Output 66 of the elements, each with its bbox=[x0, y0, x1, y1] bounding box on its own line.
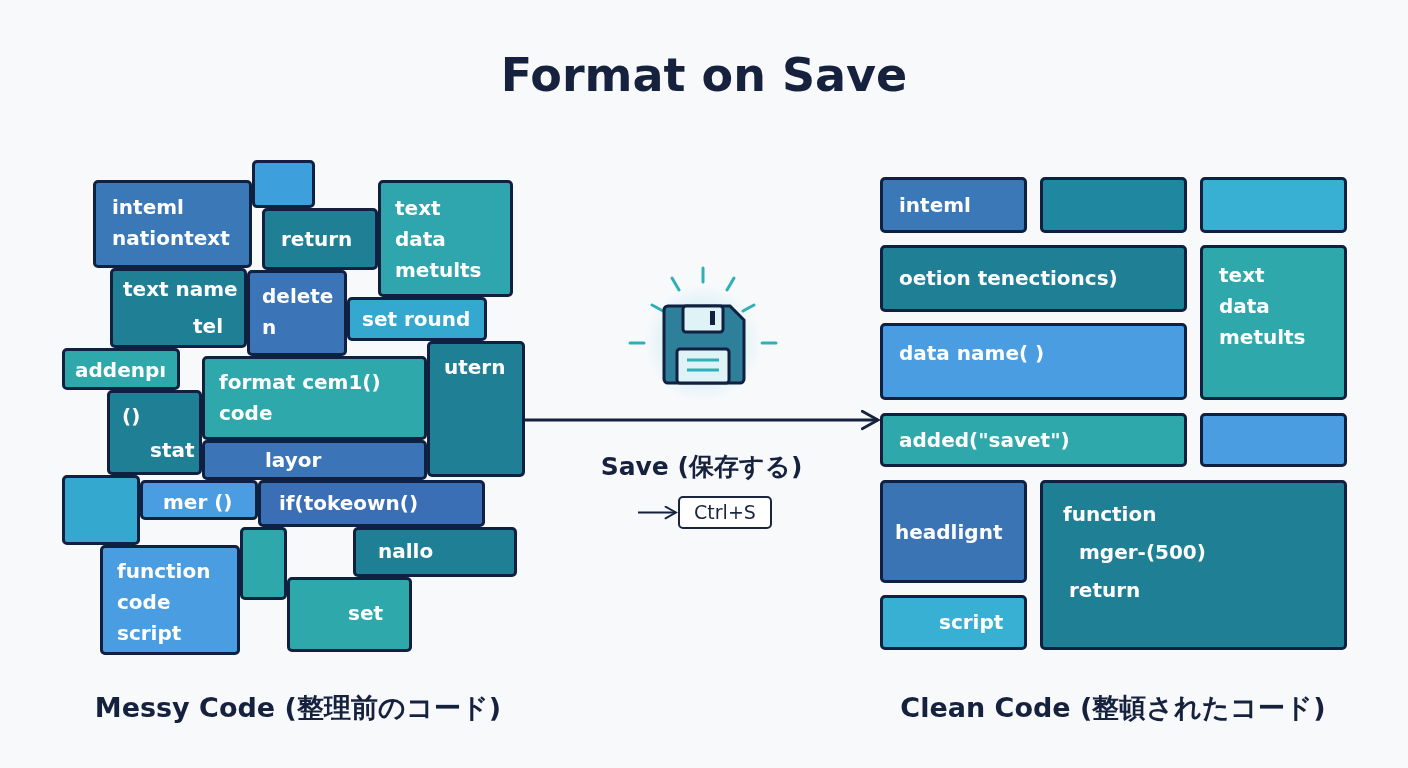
code-block bbox=[347, 297, 487, 341]
code-block bbox=[378, 180, 513, 297]
code-text: nallo bbox=[378, 538, 435, 565]
code-block bbox=[287, 577, 412, 652]
code-block bbox=[1040, 177, 1187, 233]
code-block bbox=[1200, 245, 1347, 400]
code-text: mer () bbox=[163, 489, 234, 516]
code-block bbox=[140, 480, 258, 520]
code-block bbox=[107, 390, 202, 475]
code-block bbox=[880, 177, 1027, 233]
arrow bbox=[637, 505, 677, 520]
code-text: utern bbox=[444, 354, 507, 381]
code-text: stat bbox=[150, 437, 196, 464]
code-text: script bbox=[939, 609, 1005, 636]
code-text: inteml bbox=[899, 192, 972, 219]
code-block bbox=[62, 348, 180, 390]
code-text: tel bbox=[193, 313, 224, 340]
code-block bbox=[1200, 413, 1347, 467]
code-text: text data metults bbox=[395, 195, 483, 284]
code-block bbox=[258, 480, 485, 527]
code-text: if(tokeown() bbox=[279, 490, 420, 517]
code-block bbox=[247, 270, 347, 356]
code-block bbox=[62, 475, 140, 545]
code-block bbox=[252, 160, 315, 208]
code-text: () bbox=[122, 403, 142, 430]
code-block bbox=[93, 180, 252, 268]
edge-label: Save (保存する) bbox=[599, 451, 804, 483]
code-text: set round bbox=[362, 306, 472, 333]
code-block bbox=[110, 268, 247, 348]
code-text: format cem1() code bbox=[219, 369, 382, 427]
code-text: text data metults bbox=[1219, 262, 1307, 351]
code-text: layor bbox=[265, 447, 323, 474]
code-block bbox=[427, 341, 525, 477]
code-text: data name( ) bbox=[899, 340, 1046, 367]
code-text: return bbox=[281, 226, 354, 253]
code-block bbox=[1200, 177, 1347, 233]
code-block bbox=[1040, 480, 1347, 650]
code-text: return bbox=[1069, 577, 1142, 604]
title: Format on Save bbox=[499, 48, 909, 102]
code-text: delete n bbox=[262, 283, 335, 341]
code-block bbox=[262, 208, 378, 270]
code-block bbox=[202, 356, 427, 440]
arrow bbox=[525, 409, 880, 431]
shortcut-text: Ctrl+S bbox=[693, 500, 757, 525]
code-block bbox=[880, 413, 1187, 467]
code-block bbox=[353, 527, 517, 577]
section-caption: Clean Code (整頓されたコード) bbox=[899, 691, 1327, 725]
code-text: addenpı bbox=[75, 357, 168, 384]
code-block bbox=[880, 323, 1187, 400]
code-text: set bbox=[348, 600, 385, 627]
keyboard-key bbox=[678, 496, 772, 529]
code-text: mger-(500) bbox=[1079, 539, 1207, 566]
code-block bbox=[880, 480, 1027, 583]
code-block bbox=[100, 545, 240, 655]
section-caption: Messy Code (整理前のコード) bbox=[93, 691, 503, 725]
code-block bbox=[880, 245, 1187, 312]
code-text: text name bbox=[123, 276, 239, 303]
code-block bbox=[202, 440, 427, 480]
code-text: function code script bbox=[117, 558, 212, 647]
code-text: headlignt bbox=[895, 519, 1004, 546]
code-text: inteml nationtext bbox=[112, 194, 231, 252]
code-text: oetion tenectioncs) bbox=[899, 265, 1119, 292]
code-block bbox=[240, 527, 287, 600]
code-text: function bbox=[1063, 501, 1158, 528]
code-text: added("savet") bbox=[899, 427, 1071, 454]
code-block bbox=[880, 595, 1027, 650]
